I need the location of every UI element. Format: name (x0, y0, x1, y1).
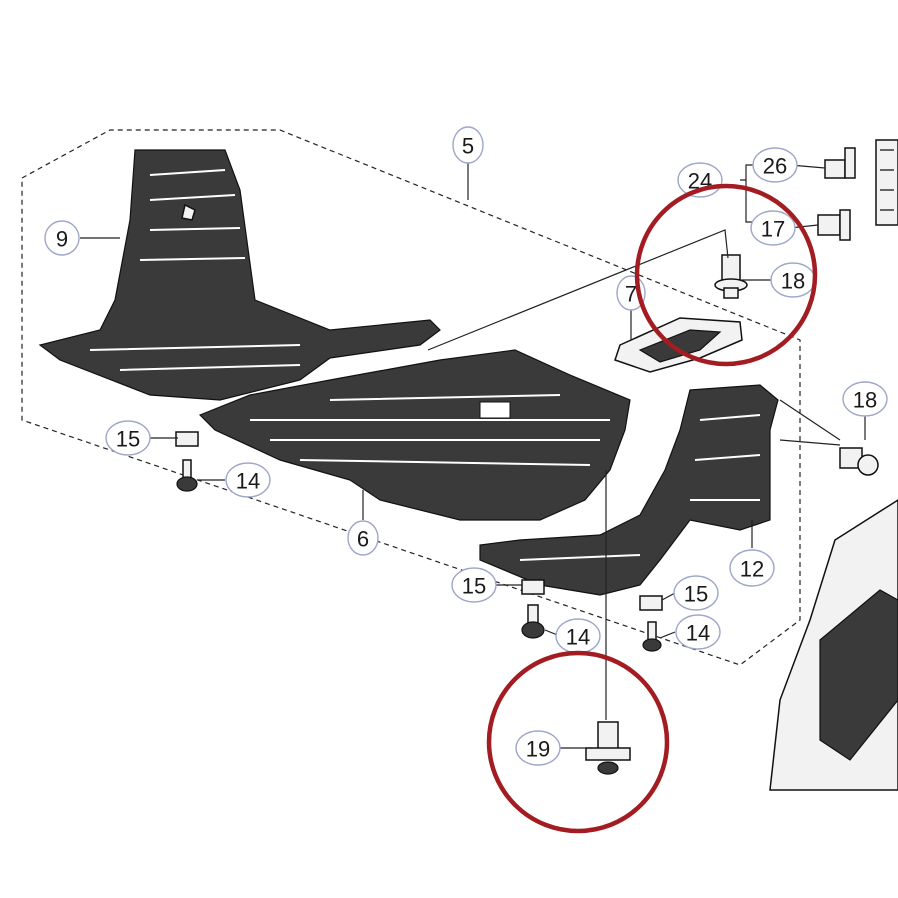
svg-text:19: 19 (526, 737, 550, 762)
clip-15-right-icon (639, 595, 663, 611)
clip-18-upper-icon (714, 254, 748, 299)
callout-15-right: 15 (673, 575, 719, 611)
svg-text:14: 14 (686, 621, 710, 646)
callout-14-center: 14 (555, 618, 601, 654)
clip-strip (875, 139, 898, 226)
clip-18-lower-icon (839, 447, 879, 476)
svg-text:9: 9 (56, 227, 68, 252)
part-12-right-splash-shield (479, 384, 779, 596)
assembly-outline (21, 129, 801, 666)
highlight-circle-upper (634, 183, 818, 367)
callout-12: 12 (729, 549, 775, 587)
clip-19-icon (585, 721, 631, 775)
clip-15-center-icon (521, 579, 545, 595)
clip-17-icon (817, 209, 851, 241)
svg-text:5: 5 (462, 134, 474, 159)
svg-text:17: 17 (761, 217, 785, 242)
callout-5: 5 (452, 126, 484, 164)
part-7-bracket (614, 317, 743, 373)
clip-26-icon (824, 147, 856, 179)
wheel-arch-liner (769, 499, 898, 791)
bolt-14-center-icon (521, 604, 545, 639)
callout-26: 26 (752, 147, 798, 183)
svg-text:14: 14 (236, 469, 260, 494)
svg-text:6: 6 (357, 527, 369, 552)
svg-text:15: 15 (116, 427, 140, 452)
bolt-14-right-icon (642, 621, 662, 652)
svg-text:15: 15 (684, 582, 708, 607)
part-9-left-splash-shield (38, 149, 441, 401)
highlight-circle-lower (486, 650, 670, 834)
leader-lines (80, 163, 866, 749)
callout-18-lower: 18 (842, 381, 888, 417)
svg-text:12: 12 (740, 557, 764, 582)
svg-text:18: 18 (853, 388, 877, 413)
callout-15-center: 15 (451, 567, 497, 603)
callout-6: 6 (347, 520, 379, 556)
callout-14-left: 14 (225, 462, 271, 498)
bolt-14-left-icon (176, 459, 198, 492)
svg-text:7: 7 (625, 282, 637, 307)
callout-19: 19 (515, 730, 561, 766)
callout-9: 9 (44, 220, 80, 256)
callout-14-right: 14 (675, 614, 721, 650)
svg-text:14: 14 (566, 625, 590, 650)
callout-18-upper: 18 (770, 262, 816, 298)
svg-text:26: 26 (763, 154, 787, 179)
svg-text:18: 18 (781, 269, 805, 294)
callout-15-left: 15 (105, 420, 151, 456)
svg-text:15: 15 (462, 574, 486, 599)
part-6-center-cover (198, 349, 631, 521)
callout-17: 17 (750, 210, 796, 246)
clip-15-left-icon (175, 431, 199, 447)
